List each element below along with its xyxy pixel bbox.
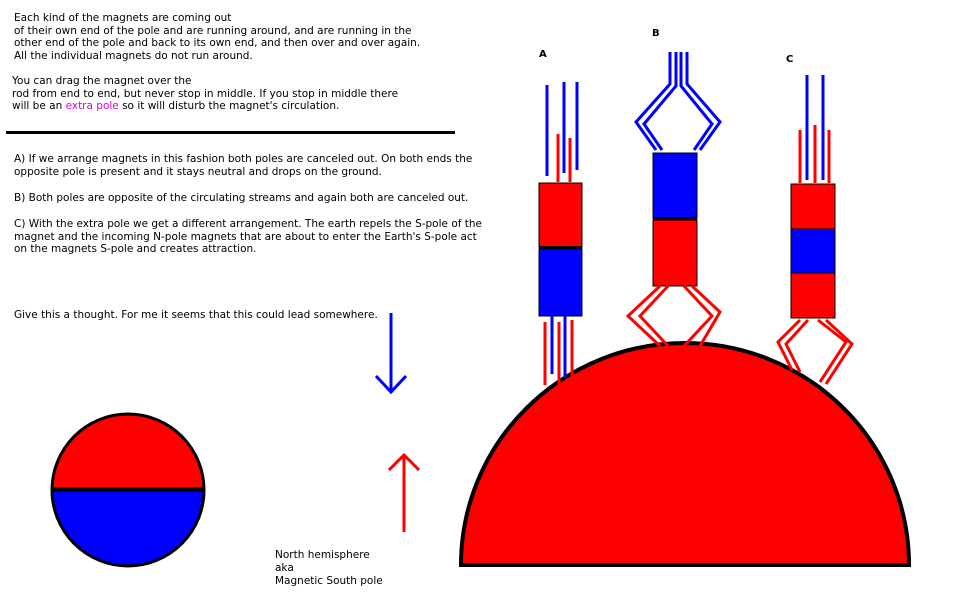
drag-line-2: rod from end to end, but never stop in m… bbox=[12, 87, 399, 100]
intro-line-1: Each kind of the magnets are coming out bbox=[14, 12, 232, 24]
earth-hemisphere bbox=[458, 341, 912, 567]
explanation-c-line-2: magnet and the incoming N-pole magnets t… bbox=[14, 230, 477, 243]
magnet-label-a: A bbox=[539, 49, 547, 60]
intro-line-2: of their own end of the pole and are run… bbox=[14, 24, 412, 37]
explanation-c-line-1: C) With the extra pole we get a differen… bbox=[14, 218, 483, 230]
hemisphere-caption-line-1: North hemisphere bbox=[275, 549, 370, 561]
hemisphere-caption-line-2: aka bbox=[275, 562, 294, 574]
down-arrow-icon bbox=[374, 313, 408, 395]
magnet-a bbox=[538, 82, 583, 385]
extra-pole-highlight: extra pole bbox=[65, 100, 119, 112]
intro-line-3: other end of the pole and back to its ow… bbox=[14, 37, 421, 49]
drag-line-1: You can drag the magnet over the bbox=[12, 75, 192, 87]
intro-line-4: All the individual magnets do not run ar… bbox=[14, 49, 253, 62]
pole-circle-icon bbox=[50, 412, 206, 568]
explanation-a-line-2: opposite pole is present and it stays ne… bbox=[14, 165, 382, 178]
explanation-b-line-1: B) Both poles are opposite of the circul… bbox=[14, 192, 469, 204]
magnet-label-c: C bbox=[786, 54, 794, 65]
magnet-c bbox=[776, 75, 854, 385]
magnet-label-b: B bbox=[652, 28, 660, 39]
drag-line-3: will be an extra pole so it will disturb… bbox=[12, 100, 340, 112]
explanation-c-line-3: on the magnets S-pole and creates attrac… bbox=[14, 243, 257, 255]
magnet-b bbox=[625, 52, 722, 348]
thought-text: Give this a thought. For me it seems tha… bbox=[14, 309, 378, 321]
explanation-a-line-1: A) If we arrange magnets in this fashion… bbox=[14, 153, 473, 165]
up-arrow-icon bbox=[387, 452, 421, 532]
hemisphere-caption-line-3: Magnetic South pole bbox=[275, 575, 383, 587]
section-divider bbox=[6, 131, 455, 134]
